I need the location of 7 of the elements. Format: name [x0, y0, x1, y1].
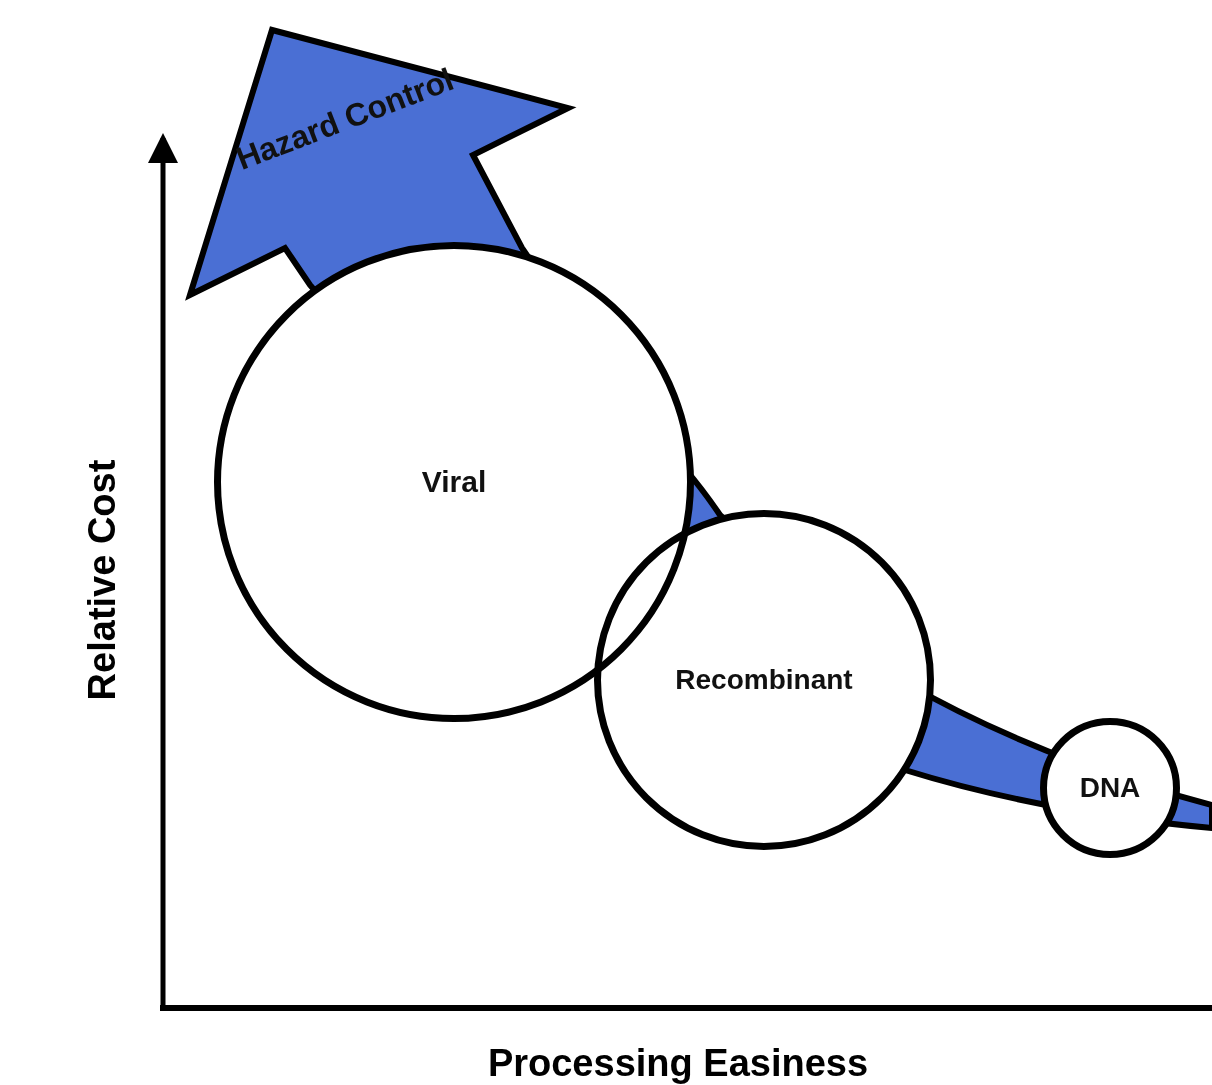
dna-circle [1040, 718, 1180, 858]
x-axis-title: Processing Easiness [487, 1042, 869, 1085]
circle-label: Recombinant [675, 664, 853, 696]
circle-label: DNA [1079, 772, 1141, 804]
circle-label: Viral [421, 465, 487, 499]
recombinant-circle [594, 510, 934, 850]
y-axis-title: Relative Cost [80, 459, 124, 701]
